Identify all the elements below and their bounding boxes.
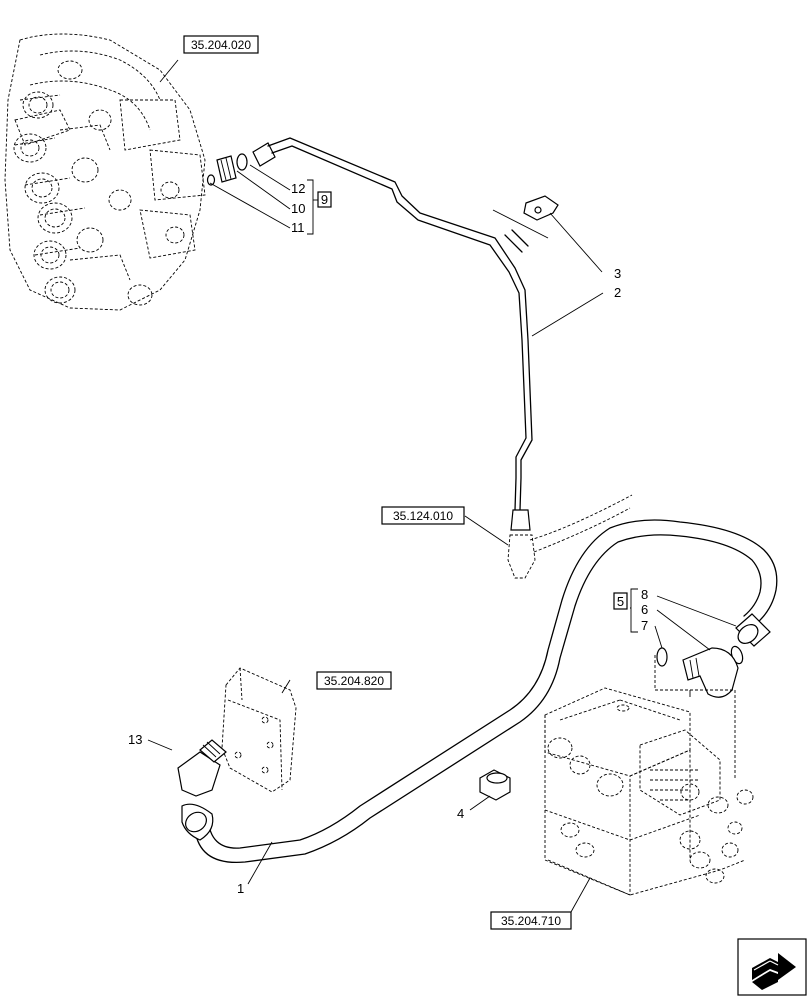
leader-lines [147, 59, 737, 913]
ref-box-bracket[interactable]: 35.204.820 [316, 671, 392, 690]
ref-bracket-label: 35.204.820 [324, 674, 384, 688]
ref-box-upper-valve[interactable]: 35.204.020 [183, 35, 259, 54]
callout-5: 5 [617, 594, 624, 609]
fitting-adapter-10 [206, 153, 248, 186]
callout-4: 4 [457, 806, 464, 821]
callout-13: 13 [128, 732, 142, 747]
plug-4 [479, 769, 511, 801]
upper-pipe [252, 137, 633, 579]
bracket [221, 667, 297, 793]
ref-upper-valve-label: 35.204.020 [191, 38, 251, 52]
group-box-5: 5 [613, 592, 628, 610]
callout-8: 8 [641, 587, 648, 602]
main-pipe-1 [194, 519, 778, 864]
ref-box-lower-valve[interactable]: 35.204.710 [490, 911, 572, 930]
ref-connector-label: 35.124.010 [393, 509, 453, 523]
callout-3: 3 [614, 266, 621, 281]
callout-12: 12 [291, 181, 305, 196]
callout-11: 11 [291, 220, 305, 235]
ref-lower-valve-label: 35.204.710 [501, 914, 561, 928]
ref-box-connector[interactable]: 35.124.010 [381, 506, 465, 525]
callout-6: 6 [641, 602, 648, 617]
next-page-arrow-icon[interactable] [737, 938, 807, 996]
callout-10: 10 [291, 201, 305, 216]
upper-valve-assembly [4, 33, 206, 311]
callout-7: 7 [641, 618, 648, 633]
lower-valve-assembly [544, 655, 754, 896]
elbow-fitting-13 [177, 739, 227, 841]
pipe-nut-right [735, 613, 771, 647]
callout-2: 2 [614, 285, 621, 300]
clip-3 [523, 195, 559, 221]
elbow-fitting-6 [656, 645, 744, 698]
callout-1: 1 [237, 881, 244, 896]
callout-9: 9 [321, 192, 328, 207]
group-box-9: 9 [317, 191, 332, 208]
